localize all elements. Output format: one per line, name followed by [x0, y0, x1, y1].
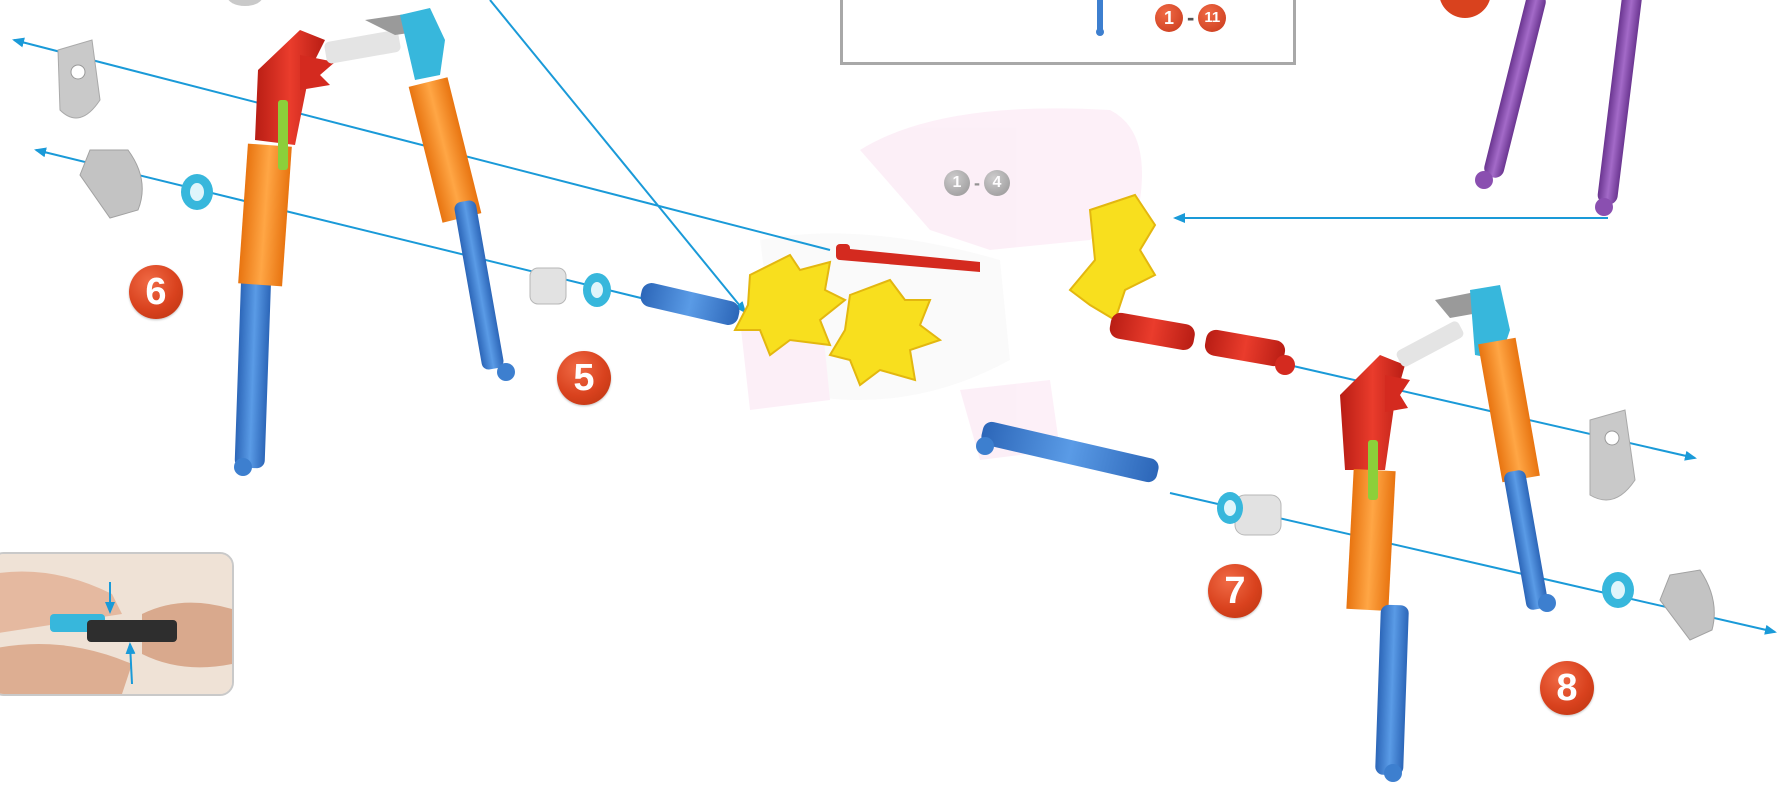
arrow-diagonal-top: [489, 0, 747, 314]
hand-pinch-illustration: [0, 554, 232, 694]
legend-range-end: 11: [1198, 4, 1227, 32]
arrow-lower-left: [34, 147, 691, 311]
grey-part-partial: [228, 0, 262, 6]
blue-rod-legend-icon: [1096, 0, 1104, 36]
legend-range-start: 1: [1155, 4, 1183, 32]
inset-photo-pinch: [0, 552, 234, 696]
center-assembly: [733, 193, 1295, 483]
parts-legend-box: 1-11: [840, 0, 1296, 65]
ghost-step-range: 1-4: [944, 170, 1010, 196]
right-leg-assembly: [1340, 285, 1556, 782]
legend-step-range: 1-11: [1155, 4, 1227, 32]
step-8-badge: 8: [1540, 661, 1594, 715]
right-loose-parts: [1217, 409, 1715, 641]
step-5-badge: 5: [557, 351, 611, 405]
step-6-badge: 6: [129, 265, 183, 319]
purple-rods: [1440, 0, 1642, 216]
left-leg-assembly: [234, 8, 515, 476]
ghost-range-start: 1: [944, 170, 970, 196]
ghost-range-sep: -: [974, 172, 980, 193]
step-7-badge: 7: [1208, 564, 1262, 618]
arrow-upper-left: [12, 37, 831, 251]
legend-range-sep: -: [1187, 5, 1195, 30]
ghost-range-end: 4: [984, 170, 1010, 196]
left-loose-parts: [57, 39, 740, 325]
